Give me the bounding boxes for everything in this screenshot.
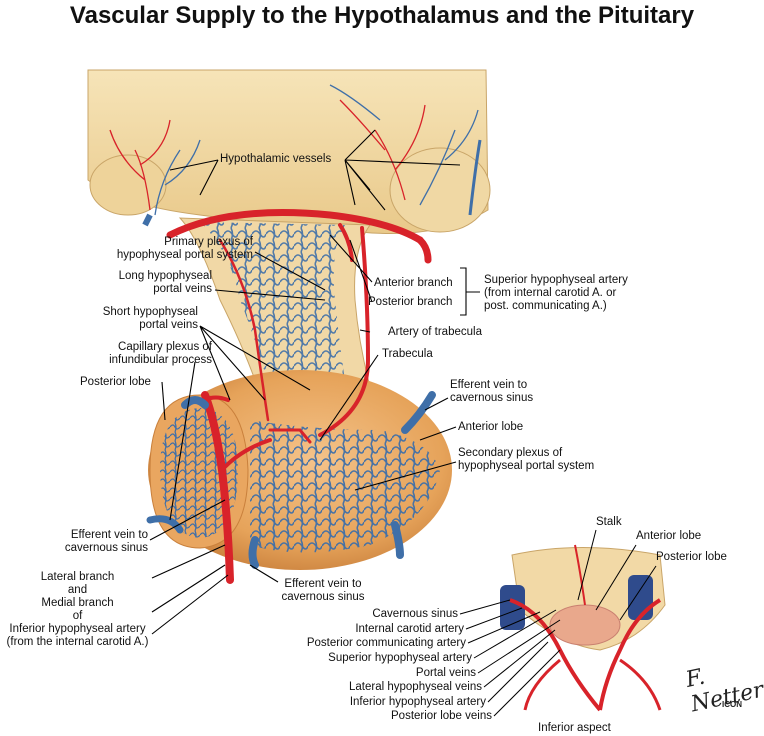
label-trabecula: Trabecula — [382, 348, 433, 360]
inset-label-internal-carotid: Internal carotid artery — [355, 623, 464, 635]
inset-leader-lines — [459, 529, 657, 717]
hypothalamic-vessel-branches — [109, 84, 482, 227]
inset-label-posterior-lobe: Posterior lobe — [656, 551, 727, 563]
inset-label-posterior-communicating: Posterior communicating artery — [306, 637, 466, 649]
inset-label-portal-veins: Portal veins — [415, 667, 476, 679]
label-posterior-lobe: Posterior lobe — [80, 376, 151, 388]
artist-signature-sub: ICON — [722, 700, 742, 709]
superior-hypophyseal-arteries — [166, 209, 432, 437]
label-artery-of-trabecula: Artery of trabecula — [388, 326, 482, 338]
label-long-portal-veins: Long hypophyseal portal veins — [118, 270, 212, 295]
label-capillary-plexus: Capillary plexus of infundibular process — [109, 341, 212, 366]
superior-artery-bracket — [460, 267, 480, 316]
label-short-portal-veins: Short hypophyseal portal veins — [102, 306, 198, 331]
inset-inferior-aspect — [500, 544, 666, 712]
figure-title: Vascular Supply to the Hypothalamus and … — [69, 2, 695, 29]
label-inferior-hypophyseal-branches: Lateral branch and Medial branch of Infe… — [6, 571, 149, 648]
inset-caption: Inferior aspect — [538, 722, 611, 734]
label-anterior-branch: Anterior branch — [374, 277, 453, 289]
efferent-veins — [146, 391, 436, 569]
label-efferent-vein-left: Efferent vein to cavernous sinus — [64, 529, 148, 554]
hypothalamus — [87, 69, 491, 235]
label-secondary-plexus: Secondary plexus of hypophyseal portal s… — [458, 447, 595, 472]
label-hypothalamic-vessels: Hypothalamic vessels — [220, 153, 332, 165]
label-superior-hypophyseal-artery: Superior hypophyseal artery (from intern… — [484, 274, 628, 312]
inset-label-cavernous-sinus: Cavernous sinus — [372, 608, 458, 620]
inset-label-anterior-lobe: Anterior lobe — [636, 530, 702, 542]
label-efferent-vein-bottom: Efferent vein to cavernous sinus — [281, 578, 365, 603]
inset-label-posterior-lobe-veins: Posterior lobe veins — [391, 710, 492, 722]
inset-label-superior-hypophyseal: Superior hypophyseal artery — [328, 652, 472, 664]
inset-label-lateral-hypophyseal-veins: Lateral hypophyseal veins — [349, 681, 482, 693]
label-efferent-vein-right: Efferent vein to cavernous sinus — [450, 379, 534, 404]
inferior-hypophyseal-arteries — [201, 391, 312, 584]
inset-label-inferior-hypophyseal: Inferior hypophyseal artery — [349, 696, 486, 708]
label-posterior-branch: Posterior branch — [368, 296, 453, 308]
infundibular-stalk — [178, 217, 381, 421]
label-anterior-lobe: Anterior lobe — [458, 421, 524, 433]
inset-label-stalk: Stalk — [596, 516, 622, 528]
label-primary-plexus: Primary plexus of hypophyseal portal sys… — [116, 236, 253, 261]
leader-lines — [149, 129, 461, 635]
